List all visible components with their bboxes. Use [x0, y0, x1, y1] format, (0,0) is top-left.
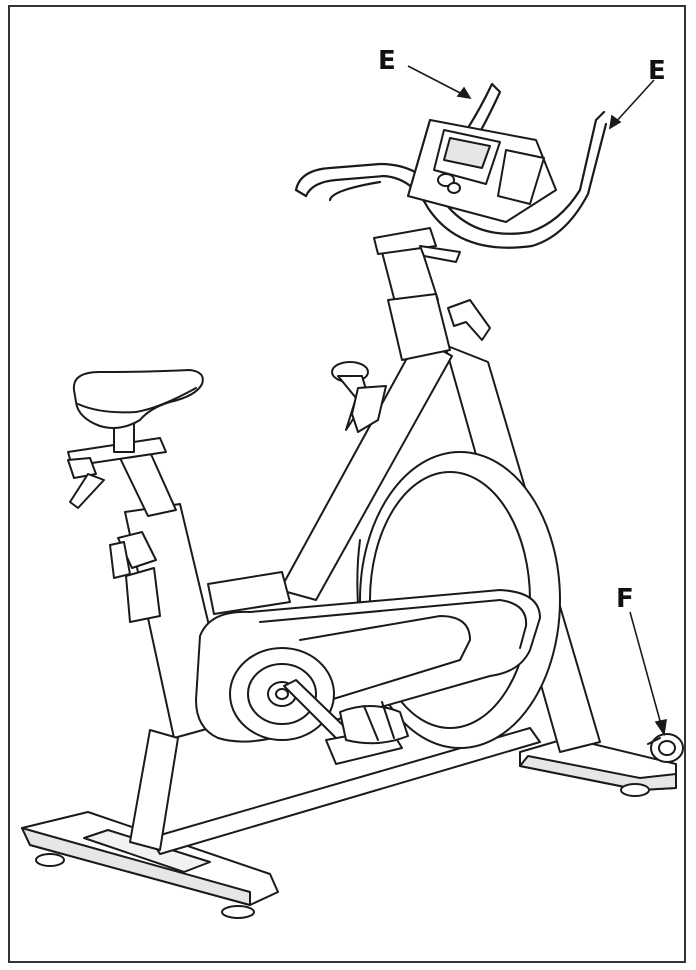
label-e-right: E: [648, 56, 666, 86]
label-f: F: [616, 584, 634, 614]
callout-arrow-e-right: [613, 79, 655, 125]
frame-crossmember: [207, 571, 291, 615]
resistance-knob: [331, 361, 387, 433]
saddle: [72, 369, 204, 429]
seat-lever: [109, 531, 161, 623]
rear-stabilizer: [21, 811, 279, 919]
callout-arrow-e-left: [407, 65, 467, 97]
callout-arrow-f: [629, 611, 663, 729]
transport-wheel: [647, 733, 684, 763]
handlebar-stem: [373, 227, 461, 361]
crank-hub: [229, 647, 335, 741]
pedal-assembly: [283, 679, 409, 765]
stem-knob: [447, 299, 491, 341]
console: [407, 119, 557, 223]
label-e-left: E: [378, 46, 396, 76]
seat-post: [67, 419, 177, 517]
